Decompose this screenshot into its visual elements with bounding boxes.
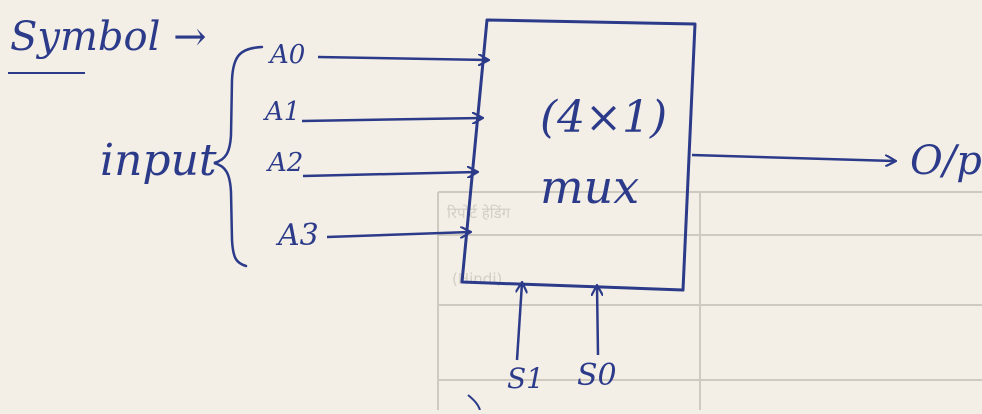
select-arrow-s0: [597, 286, 598, 356]
input-label-a2: A2: [268, 148, 304, 178]
output-label: O/p: [910, 138, 982, 184]
input-arrow-a2: [302, 172, 477, 176]
input-arrow-a3: [326, 232, 470, 237]
select-arrow-s1: [517, 283, 522, 361]
select-label-s0: S0: [577, 358, 617, 393]
input-brace: [213, 45, 264, 268]
mux-block: [460, 18, 697, 292]
input-label: input: [100, 135, 217, 186]
symbol-label: Symbol →: [10, 14, 207, 60]
mux-size-label: (4×1): [540, 92, 668, 143]
stray-stroke: [467, 394, 481, 410]
input-label-a3: A3: [278, 218, 319, 253]
input-arrow-a1: [301, 118, 482, 121]
output-arrow: [691, 153, 895, 161]
input-arrow-a0: [317, 57, 488, 60]
select-label-s1: S1: [507, 362, 544, 395]
input-label-a1: A1: [265, 97, 301, 127]
mux-name-label: mux: [540, 160, 640, 214]
input-label-a0: A0: [270, 40, 306, 70]
